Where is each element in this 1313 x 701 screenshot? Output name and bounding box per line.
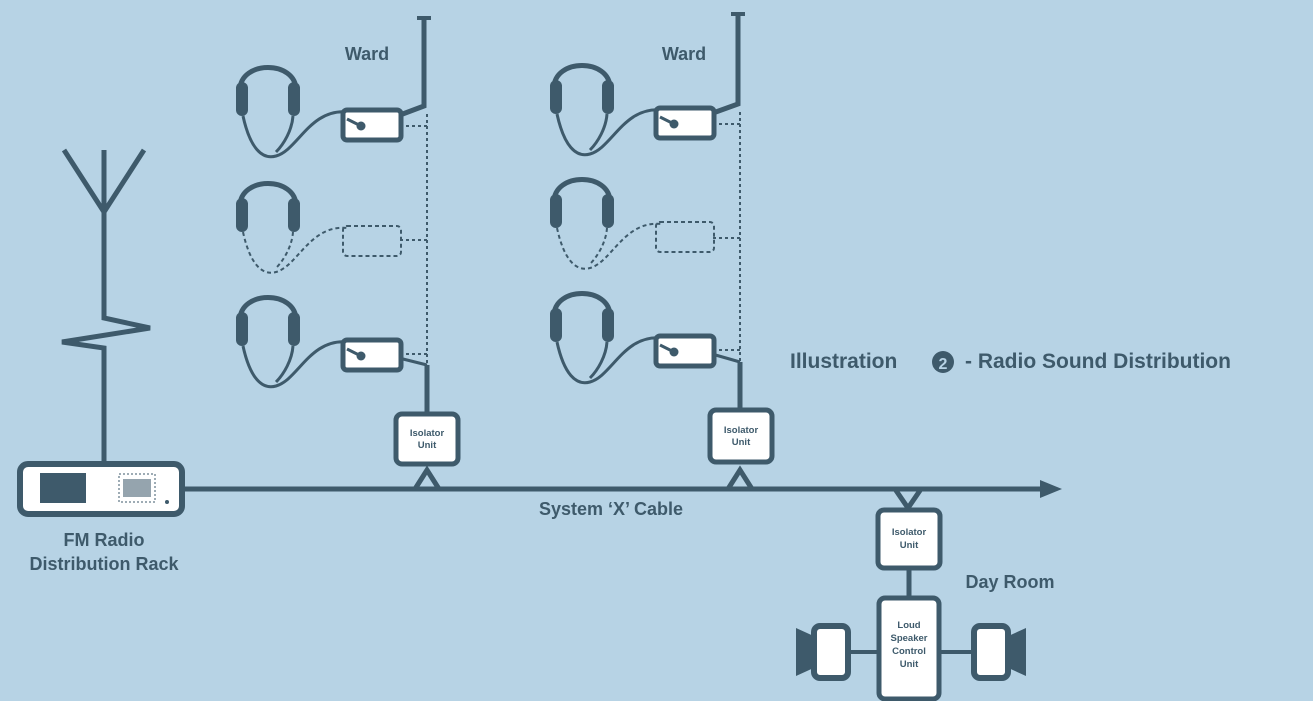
loudspeaker-icon [971, 623, 1026, 681]
isolator-3-line1: Isolator [892, 527, 927, 538]
speaker-control-line4: Unit [900, 659, 919, 670]
isolator-2-line1: Isolator [724, 425, 759, 436]
headphones-icon [550, 66, 662, 155]
speaker-control-line1: Loud [897, 620, 920, 631]
rack-label-line2: Distribution Rack [29, 554, 179, 574]
headphones-icon [550, 294, 662, 383]
day-room [796, 507, 1026, 701]
title-suffix: - Radio Sound Distribution [965, 350, 1231, 373]
speaker-control-line3: Control [892, 646, 926, 657]
isolator-unit-1 [393, 411, 461, 467]
speaker-control-line2: Speaker [891, 633, 928, 644]
antenna-icon [61, 148, 151, 466]
rack-label-line1: FM Radio [64, 530, 145, 550]
isolator-1-line1: Isolator [410, 428, 445, 439]
headphones-icon [236, 298, 348, 387]
number-badge-icon [932, 351, 954, 373]
title-prefix: Illustration [790, 350, 897, 373]
ward-right [550, 12, 775, 465]
isolator-2-line2: Unit [732, 437, 751, 448]
radio-rack-icon [17, 461, 185, 517]
headphones-icon [236, 68, 348, 157]
ward-left [236, 16, 461, 467]
arrow-right-icon [1040, 480, 1062, 498]
title-number: 2 [939, 356, 948, 373]
loudspeaker-icon [796, 623, 851, 681]
illustration-title: Illustration 2 - Radio Sound Distributio… [790, 350, 1231, 373]
headphones-icon [550, 180, 662, 269]
isolator-3-line2: Unit [900, 540, 919, 551]
cable-label: System ‘X’ Cable [539, 499, 683, 519]
isolator-1-line2: Unit [418, 440, 437, 451]
day-room-label: Day Room [965, 572, 1054, 592]
headphones-icon [236, 184, 348, 273]
speaker-control-unit [876, 595, 942, 701]
isolator-unit-3 [875, 507, 943, 571]
ward-label-right: Ward [662, 44, 706, 64]
ward-label-left: Ward [345, 44, 389, 64]
isolator-unit-2 [707, 407, 775, 465]
